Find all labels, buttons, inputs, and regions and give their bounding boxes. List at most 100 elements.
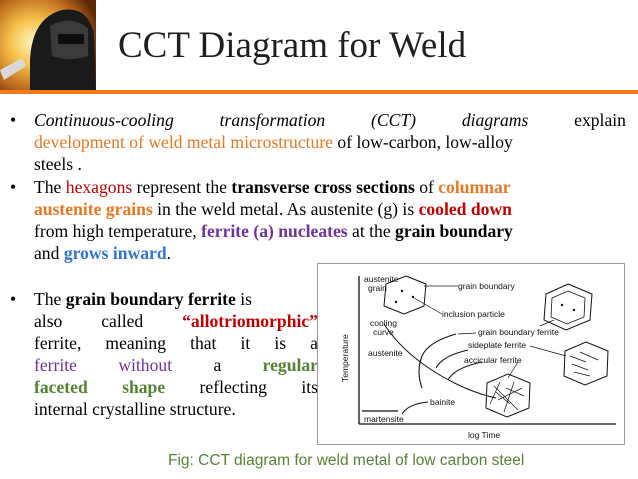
welder-logo (0, 0, 96, 94)
cct-diagram: Temperature log Time austenite grain gra… (340, 274, 616, 440)
label-grain-boundary-ferrite: grain boundary ferrite (478, 327, 559, 337)
bullet-line: austenite grains in the weld metal. As a… (34, 198, 626, 220)
highlight-text: shape (122, 377, 166, 397)
slide-title: CCT Diagram for Weld (118, 25, 467, 66)
bullet-line: ferrite without a regular (34, 354, 318, 376)
highlight-text: austenite grains (34, 199, 153, 219)
highlight-text: faceted (34, 377, 88, 397)
bullet-line: steels . (34, 154, 82, 174)
bullet-line: Continuous-cooling transformation (CCT) … (34, 109, 626, 131)
bullet-line: ferrite, meaning that it is a (34, 332, 318, 354)
label-grain-boundary: grain boundary (458, 281, 515, 291)
text-span: The (34, 177, 66, 197)
inclusion-dot (411, 295, 415, 299)
text-span: is (274, 333, 287, 353)
text-span: explain (574, 110, 626, 130)
text-span: in the weld metal. As austenite (g) is (152, 199, 419, 219)
label-accicular-ferrite: accicular ferrite (464, 355, 522, 365)
figure-caption: Fig: CCT diagram for weld metal of low c… (168, 452, 525, 469)
label-austenite-grain: austenite (364, 274, 399, 284)
text-span: The (34, 289, 66, 309)
bullet-line: The grain boundary ferrite is (34, 288, 318, 310)
inclusion-dot (572, 308, 576, 312)
ferrite-start-curve (418, 333, 457, 389)
text-span: is (235, 289, 252, 309)
inclusion-dot (560, 303, 564, 307)
cct-figure: Temperature log Time austenite grain gra… (317, 263, 625, 445)
bullet-line: faceted shape reflecting its (34, 376, 318, 398)
text-span: reflecting (199, 377, 267, 397)
highlight-text: ferrite (a) nucleates (201, 221, 348, 241)
inclusion-dot (400, 289, 404, 293)
bullet-line: from high temperature, ferrite (a) nucle… (34, 220, 626, 242)
text-span: its (301, 377, 318, 397)
bullet-line: and grows inward. (34, 242, 626, 264)
text-span: and (34, 243, 64, 263)
bullet-line: internal crystalline structure. (34, 399, 236, 419)
highlight-text: hexagons (65, 177, 133, 197)
highlight-text: grows inward (63, 243, 167, 263)
accicular-curve (447, 361, 483, 381)
highlight-text: ferrite (34, 355, 77, 375)
leader-line (507, 361, 519, 379)
leader-line (457, 332, 477, 335)
bullet-marker: • (10, 177, 17, 197)
text-span: also (34, 311, 63, 331)
leader-line (539, 319, 555, 327)
label-martensite: martensite (364, 414, 404, 424)
label-bainite: bainite (430, 397, 455, 407)
text-span: diagrams (461, 110, 529, 130)
text-span: a (213, 355, 222, 375)
text-span: from high temperature, (34, 221, 202, 241)
bullet-marker: • (10, 289, 17, 309)
text-span: represent the (132, 177, 232, 197)
x-axis-label: log Time (468, 430, 500, 440)
text-span: Continuous-cooling (34, 110, 174, 130)
highlight-text: cooled down (418, 199, 512, 219)
title-divider (0, 90, 638, 94)
inclusion-dot (394, 300, 398, 304)
austenite-grain-hexagon (383, 275, 427, 315)
label-cooling-curve: cooling (370, 318, 397, 328)
label-austenite-grain: grain (368, 283, 387, 293)
accicular-needles (489, 381, 525, 413)
label-austenite: austenite (368, 348, 403, 358)
text-span: meaning (105, 333, 167, 353)
text-span: (CCT) (371, 110, 417, 130)
sideplate-curve (435, 349, 469, 369)
gb-ferrite-inner (550, 290, 586, 325)
text-span: of (414, 177, 439, 197)
bold-text: grain boundary (395, 221, 513, 241)
text-span: transformation (219, 110, 326, 130)
cooling-curve (383, 323, 497, 399)
highlight-text: columnar (438, 177, 511, 197)
bullet-text: The hexagons represent the transverse cr… (34, 176, 626, 264)
highlight-text: “allotriomorphic” (182, 311, 318, 331)
bullet-line: The hexagons represent the transverse cr… (34, 176, 626, 198)
accicular-hexagon (485, 373, 531, 418)
label-inclusion-particle: inclusion particle (442, 309, 505, 319)
leader-line (413, 297, 443, 315)
sideplate-hexagon (563, 341, 609, 386)
bullet-marker: • (10, 110, 17, 130)
bullet-text: Continuous-cooling transformation (CCT) … (34, 109, 626, 175)
text-span: called (101, 311, 144, 331)
gb-ferrite-hexagon (543, 283, 593, 331)
text-span: ferrite, (34, 333, 82, 353)
text-span: of low-carbon, low-alloy (333, 132, 513, 152)
text-span: it (240, 333, 251, 353)
bullet-text: The grain boundary ferrite is also calle… (34, 288, 318, 420)
sideplate-lines (569, 351, 599, 377)
y-axis-label: Temperature (340, 334, 350, 382)
bold-text: transverse cross sections (231, 177, 415, 197)
bullet-line: also called “allotriomorphic” (34, 310, 318, 332)
bainite-curve (401, 401, 429, 415)
text-span: at the (347, 221, 396, 241)
leader-line (529, 345, 567, 357)
highlight-text: development of weld metal microstructure (34, 132, 333, 152)
highlight-text: without (118, 355, 173, 375)
label-sideplate-ferrite: sideplate ferrite (468, 340, 526, 350)
text-span: that (190, 333, 217, 353)
label-cooling-curve: curve (373, 327, 394, 337)
